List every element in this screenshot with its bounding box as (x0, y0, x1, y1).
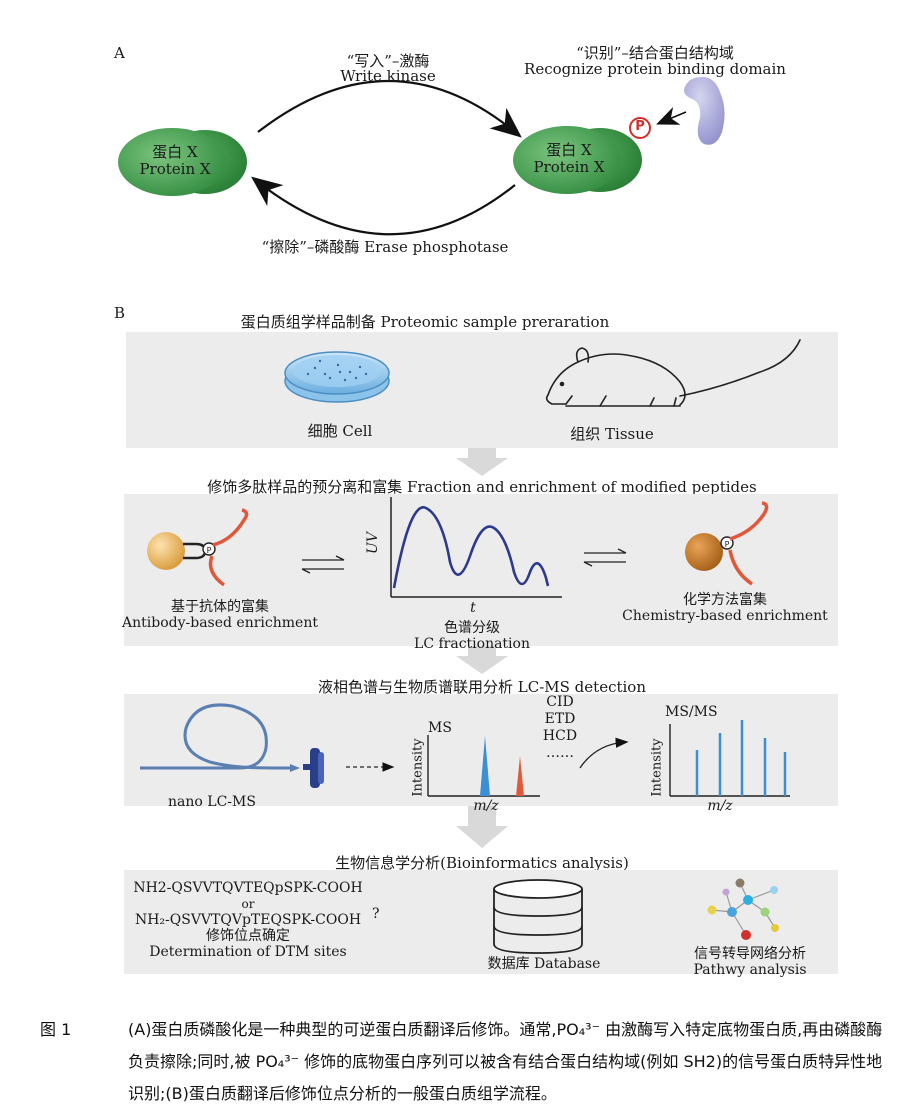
binding-domain-shape (684, 76, 725, 145)
nano-lc-column-icon (140, 703, 290, 770)
phospho-label: P (635, 119, 645, 134)
phospho-circle (629, 117, 651, 139)
antibody-p-mark: P (207, 546, 212, 555)
equilibrium-right-icon (583, 548, 627, 567)
lc-chromatogram (390, 497, 562, 598)
lc-curve (392, 506, 550, 589)
tissue-label: 组织 Tissue (570, 425, 654, 443)
recognize-label-cn: “识别”–结合蛋白结构域 (576, 44, 734, 62)
step3-title: 液相色谱与生物质谱联用分析 LC-MS detection (318, 678, 646, 696)
ms-intensity-label: Intensity (410, 738, 426, 797)
protein-right (513, 126, 621, 194)
step1-title: 蛋白质组学样品制备 Proteomic sample preraration (240, 313, 610, 331)
erase-arrow (251, 176, 516, 236)
ms-spectrum (427, 735, 540, 797)
erase-label: “擦除”–磷酸酶 Erase phosphotase (261, 238, 509, 256)
panel-b-letter: B (114, 304, 126, 322)
ms-mz-label: m/z (473, 798, 499, 814)
peptide-sequences: NH2-QSVVTQVTEQpSPK-COOH or NH₂-QSVVTQVpT… (133, 880, 363, 960)
write-label-cn: “写入”–激酶 (346, 52, 430, 70)
network-icon (707, 878, 779, 940)
flow-arrow-3 (456, 806, 508, 848)
write-label-en: Write kinase (340, 67, 436, 85)
uv-axis-label: UV (365, 532, 381, 554)
antibody-bead-icon (147, 508, 249, 587)
question-mark: ? (372, 906, 380, 922)
panel-b-graphics: P P (140, 339, 801, 954)
step4-title: 生物信息学分析(Bioinformatics analysis) (335, 854, 629, 872)
msms-label: MS/MS (665, 704, 718, 720)
ms-peak-blue (480, 736, 490, 796)
database-label: 数据库 Database (487, 956, 601, 972)
fragment-arrow (579, 737, 629, 769)
step4-panel (124, 870, 838, 974)
petri-dish-icon (284, 351, 390, 403)
flow-arrow-1 (456, 448, 508, 476)
database-icon (493, 879, 583, 954)
step2-title: 修饰多肽样品的预分离和富集 Fraction and enrichment of… (207, 478, 757, 496)
chem-p-mark: P (725, 540, 730, 549)
nano-lcms-label: nano LC-MS (168, 794, 256, 810)
time-axis-label: t (470, 600, 476, 616)
panel-a-graphics (118, 76, 725, 236)
msms-mz-label: m/z (707, 798, 733, 814)
mouse-icon (545, 339, 801, 407)
figure-caption-text: (A)蛋白质磷酸化是一种典型的可逆蛋白质翻译后修饰。通常,PO₄³⁻ 由激酶写入… (128, 1020, 883, 1103)
msms-intensity-label: Intensity (649, 738, 665, 797)
ion-source-icon (303, 748, 324, 788)
figure-number: 图 1 (40, 1020, 72, 1039)
equilibrium-left-icon (301, 555, 345, 574)
ms-label: MS (428, 720, 452, 736)
recognize-label-en: Recognize protein binding domain (524, 60, 786, 78)
figure-caption: 图 1 (A)蛋白质磷酸化是一种典型的可逆蛋白质翻译后修饰。通常,PO₄³⁻ 由… (40, 1014, 888, 1110)
write-arrow (257, 79, 522, 138)
panel-a-letter: A (114, 44, 125, 62)
cell-label: 细胞 Cell (307, 422, 373, 440)
flow-arrow-2 (456, 646, 508, 674)
step1-panel (126, 332, 838, 448)
msms-spectrum (669, 720, 790, 797)
protein-left (118, 128, 226, 196)
chemistry-bead-icon (685, 501, 769, 586)
ms-peak-red (516, 756, 524, 796)
